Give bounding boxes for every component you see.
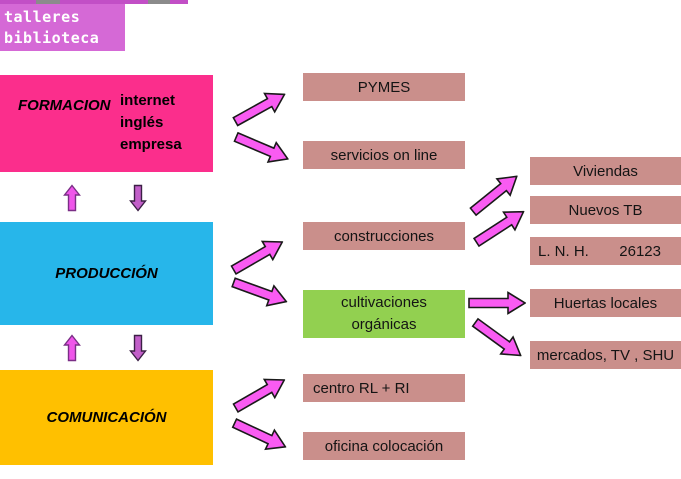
arrow-comunicacion-to-centro — [232, 378, 286, 413]
formacion-item-internet: internet — [120, 92, 176, 109]
centro-label: centro RL + RI — [313, 379, 410, 397]
cultivaciones-organicas-box: cultivaciones orgánicas — [303, 290, 465, 338]
lnh-value: 26123 — [619, 242, 661, 260]
cropped-row-artifact — [0, 0, 188, 4]
cultivaciones-line-2: orgánicas — [351, 316, 417, 333]
nuevos-tb-label: Nuevos TB — [568, 201, 643, 219]
servicios-on-line-box: servicios on line — [303, 141, 465, 169]
oficina-label: oficina colocación — [324, 437, 444, 455]
arrow-construcciones-to-nuevos-tb — [472, 210, 525, 248]
cropped-row-artifact-gray — [148, 0, 170, 4]
cultivaciones-line-1: cultivaciones — [341, 294, 427, 311]
comunicacion-box: COMUNICACIÓN — [0, 370, 213, 465]
formacion-item-ingles: inglés — [120, 114, 164, 131]
arrow-produccion-to-construcciones — [230, 240, 284, 275]
down-arrow-produccion-to-comunicacion — [129, 334, 147, 362]
arrow-produccion-to-cultivaciones — [231, 277, 288, 307]
formacion-label: FORMACION — [18, 97, 111, 114]
title-line-1: talleres — [4, 8, 81, 26]
arrow-comunicacion-to-oficina — [231, 418, 287, 451]
arrow-cultivaciones-to-mercados — [471, 317, 522, 357]
viviendas-box: Viviendas — [530, 157, 681, 185]
down-arrow-formacion-to-produccion — [129, 184, 147, 212]
produccion-label: PRODUCCIÓN — [55, 265, 158, 282]
huertas-label: Huertas locales — [553, 294, 658, 312]
mercados-label: mercados, TV , SHU — [536, 346, 675, 364]
arrow-formacion-to-servicios — [233, 131, 290, 163]
formacion-item-empresa: empresa — [120, 136, 182, 153]
up-arrow-produccion-to-formacion — [63, 184, 81, 212]
talleres-biblioteca-box: talleres biblioteca — [0, 4, 125, 51]
nuevos-tb-box: Nuevos TB — [530, 196, 681, 224]
construcciones-box: construcciones — [303, 222, 465, 250]
oficina-colocacion-box: oficina colocación — [303, 432, 465, 460]
up-arrow-comunicacion-to-produccion — [63, 334, 81, 362]
mercados-box: mercados, TV , SHU — [530, 341, 681, 369]
servicios-label: servicios on line — [330, 146, 438, 164]
huertas-locales-box: Huertas locales — [530, 289, 681, 317]
formacion-items: internet inglés empresa — [120, 90, 182, 156]
arrow-cultivaciones-to-huertas — [468, 291, 526, 315]
pymes-label: PYMES — [357, 78, 411, 96]
arrow-formacion-to-pymes — [232, 92, 286, 127]
construcciones-label: construcciones — [333, 227, 435, 245]
pymes-box: PYMES — [303, 73, 465, 101]
title-line-2: biblioteca — [4, 29, 100, 47]
produccion-box: PRODUCCIÓN — [0, 222, 213, 325]
lnh-label: L. N. H. — [538, 242, 589, 260]
formacion-box: FORMACION internet inglés empresa — [0, 75, 213, 172]
comunicacion-label: COMUNICACIÓN — [46, 409, 167, 426]
viviendas-label: Viviendas — [573, 162, 638, 180]
cropped-row-artifact-gray — [36, 0, 60, 4]
lnh-box: L. N. H. 26123 — [530, 237, 681, 265]
arrow-construcciones-to-viviendas — [469, 175, 518, 217]
centro-rl-ri-box: centro RL + RI — [303, 374, 465, 402]
